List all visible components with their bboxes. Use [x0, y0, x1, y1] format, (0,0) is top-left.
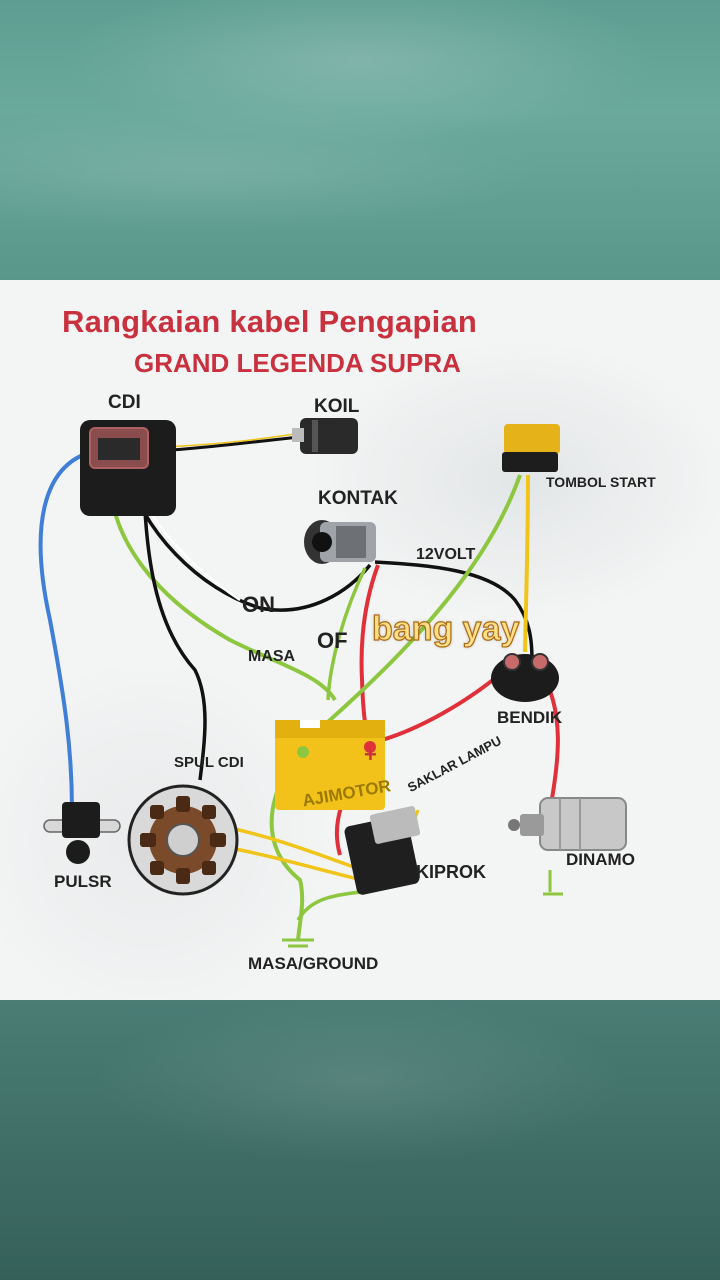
label-12volt: 12VOLT — [416, 546, 476, 563]
kiprok-unit — [344, 806, 421, 895]
wire-black-cdi-spul — [141, 461, 207, 781]
label-masa-ground: MASA/GROUND — [248, 954, 379, 973]
wire-green-kontak-masa — [326, 567, 367, 701]
ground-symbol — [282, 938, 314, 948]
dinamo-ground-symbol — [543, 870, 563, 896]
bendik-unit — [491, 653, 559, 702]
label-dinamo: DINAMO — [566, 850, 635, 869]
label-of: OF — [317, 628, 348, 653]
label-masa: MASA — [248, 648, 296, 665]
overlay-caption: bang yay — [371, 609, 520, 648]
wire-red-battery-bendik — [374, 668, 507, 744]
wire-green-kiprok-ground — [296, 890, 363, 921]
tombol-start-unit — [502, 424, 560, 472]
wire-blue-cdi-pulser — [38, 448, 101, 811]
koil-unit — [292, 418, 358, 454]
label-tombol-start: TOMBOL START — [546, 474, 656, 490]
label-bendik: BENDIK — [497, 708, 563, 727]
kontak-unit — [304, 520, 376, 564]
wire-yellow-tombol-bendik — [523, 474, 530, 653]
wire-green-cdi-masa — [107, 464, 337, 702]
battery-plus-label: + — [364, 742, 377, 767]
wiring-diagram: AJIMOTOR + — [38, 418, 627, 948]
spul-cdi-unit — [127, 784, 239, 896]
wire-red-kontak-battery — [359, 564, 380, 746]
label-pulsr: PULSR — [54, 872, 112, 891]
label-kontak: KONTAK — [318, 488, 398, 509]
dinamo-unit — [508, 797, 627, 851]
background-top — [0, 0, 720, 280]
label-cdi: CDI — [108, 392, 141, 413]
diagram-title: Rangkaian kabel Pengapian — [62, 304, 478, 339]
label-koil: KOIL — [314, 396, 360, 417]
wiring-diagram-image: AJIMOTOR + Rangkaian kabel Pengapian GRA… — [0, 280, 720, 1000]
diagram-subtitle: GRAND LEGENDA SUPRA — [134, 348, 461, 378]
background-bottom — [0, 1000, 720, 1280]
label-on: ON — [242, 592, 275, 617]
battery-unit — [275, 720, 385, 810]
cdi-unit — [80, 420, 176, 516]
label-kiprok: KIPROK — [416, 862, 487, 882]
label-spul-cdi: SPUL CDI — [174, 754, 244, 771]
wire-black-kontak-bendik — [374, 560, 534, 661]
pulser-unit — [43, 802, 121, 864]
